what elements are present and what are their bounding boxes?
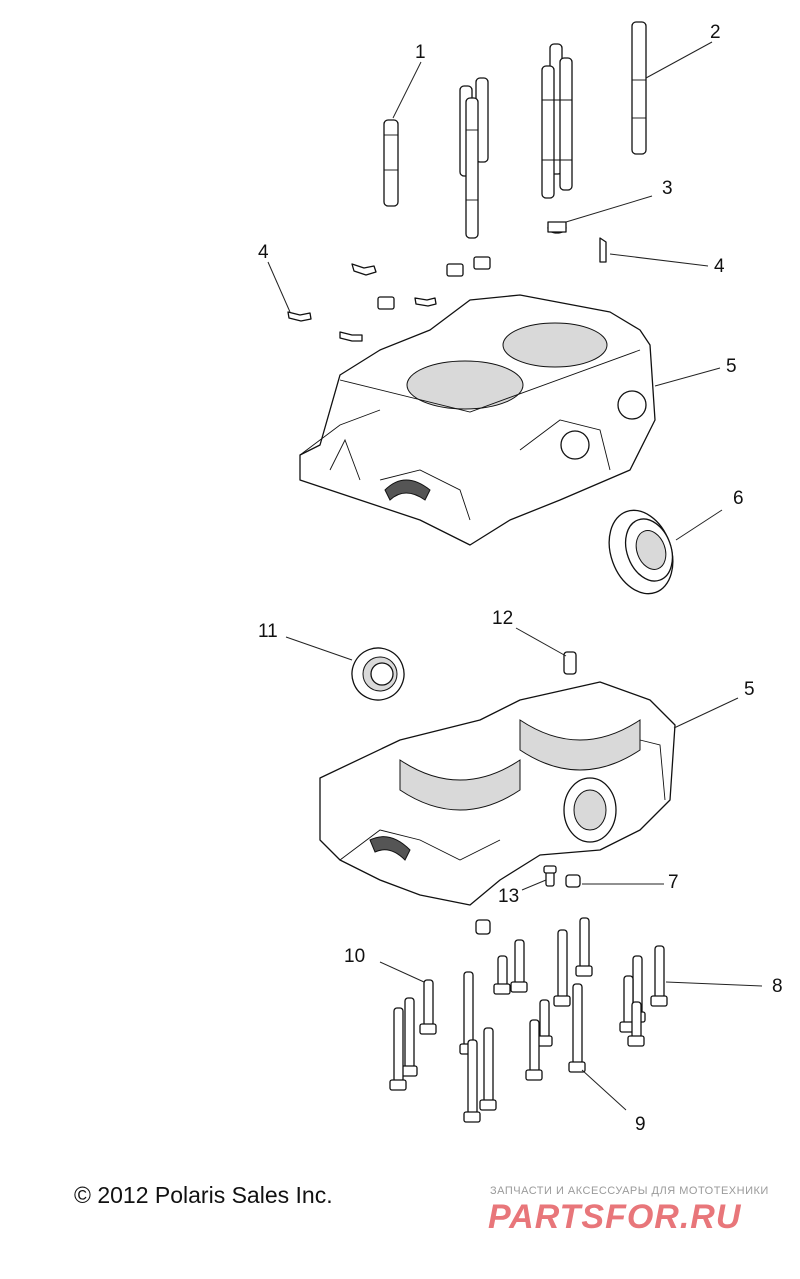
callout-3: 3 xyxy=(662,178,673,199)
seal-11 xyxy=(351,647,405,701)
stud xyxy=(559,57,573,191)
stud-2 xyxy=(631,21,647,155)
lower-crankcase xyxy=(319,681,676,906)
stud-1 xyxy=(383,119,399,207)
callout-labels: 1 2 3 4 4 5 6 11 12 5 7 13 10 8 9 xyxy=(258,22,783,1135)
callout-8: 8 xyxy=(772,976,783,997)
dowel-pin-12 xyxy=(563,651,577,675)
dowel-7 xyxy=(565,874,581,888)
callout-12: 12 xyxy=(492,608,513,629)
seal-6 xyxy=(608,509,674,595)
callout-10: 10 xyxy=(344,946,365,967)
callout-11: 11 xyxy=(258,621,278,642)
callout-6: 6 xyxy=(733,488,744,509)
fitting-group xyxy=(287,237,607,342)
copyright-text: © 2012 Polaris Sales Inc. xyxy=(74,1182,333,1208)
watermark-tagline: ЗАПЧАСТИ И АКСЕССУАРЫ ДЛЯ МОТОТЕХНИКИ xyxy=(490,1185,769,1197)
stud xyxy=(541,65,555,199)
callout-7: 7 xyxy=(668,872,679,893)
dowel xyxy=(475,919,491,935)
stud-group-upper xyxy=(383,21,647,239)
callout-4-right: 4 xyxy=(714,256,725,277)
callout-1: 1 xyxy=(415,42,426,63)
stud xyxy=(465,97,479,239)
bolt-group-lower xyxy=(389,917,668,1123)
leader-lines xyxy=(267,41,763,1111)
upper-crankcase xyxy=(299,294,656,546)
callout-13: 13 xyxy=(498,886,519,907)
screw-13 xyxy=(543,865,557,887)
callout-4-left: 4 xyxy=(258,242,269,263)
callout-2: 2 xyxy=(710,22,721,43)
callout-5-lower: 5 xyxy=(744,679,755,700)
dowel-group-upper xyxy=(377,221,567,310)
callout-9: 9 xyxy=(635,1114,646,1135)
callout-5-upper: 5 xyxy=(726,356,737,377)
watermark-logo: PARTSFOR.RU xyxy=(488,1198,742,1236)
